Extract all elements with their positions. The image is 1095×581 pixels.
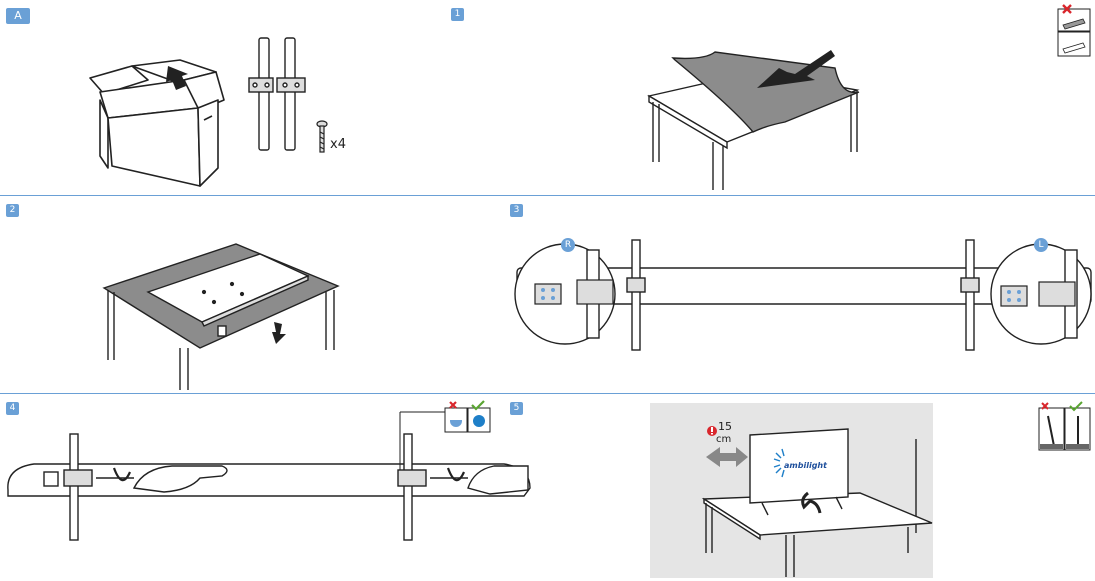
divider-row2 [0, 393, 1095, 394]
distance-unit: cm [716, 434, 732, 445]
step-badge-5: 5 [510, 402, 523, 415]
tv-face-down-illustration [102, 243, 340, 390]
divider-row1 [0, 195, 1095, 196]
check-icon [471, 400, 485, 411]
screw-count-label: x4 [330, 137, 346, 152]
stand-attach-illustration [514, 239, 1092, 351]
place-arrow-icon [757, 50, 835, 88]
step-badge-4: 4 [6, 402, 19, 415]
tv-alignment-guide-icon [1038, 401, 1091, 451]
check-icon [1069, 401, 1083, 412]
screw-fastening-illustration [7, 411, 531, 541]
tilt-arrow-icon [801, 491, 822, 514]
left-side-marker: L [1034, 238, 1048, 252]
box-illustration [89, 59, 225, 187]
rotate-arrow-icon-right [446, 467, 466, 482]
stand-legs-illustration [248, 37, 306, 151]
screw-tightness-guide-icon [444, 400, 491, 433]
table-cloth-illustration [647, 50, 860, 190]
ambilight-logo-icon [773, 448, 785, 478]
distance-arrow-icon [706, 447, 748, 467]
step-badge-1: 1 [451, 8, 464, 21]
rotate-arrow-icon-left [112, 467, 132, 482]
tv-on-table-illustration [701, 426, 933, 577]
ambilight-logo-text: ambilight [784, 461, 827, 470]
cross-icon [449, 401, 457, 409]
cross-icon [1062, 4, 1072, 14]
step-badge-2: 2 [6, 204, 19, 217]
zoom-right-detail [514, 243, 616, 345]
surface-guide-icon [1057, 4, 1091, 57]
screw-icon [316, 120, 328, 153]
lift-arrow-icon [166, 66, 188, 90]
down-arrow-icon [272, 322, 286, 344]
distance-value: 15 [718, 420, 732, 433]
step-badge-3: 3 [510, 204, 523, 217]
right-side-marker: R [561, 238, 575, 252]
cross-icon [1041, 402, 1049, 410]
step-badge-a: A [6, 8, 30, 24]
zoom-left-detail [990, 243, 1092, 345]
